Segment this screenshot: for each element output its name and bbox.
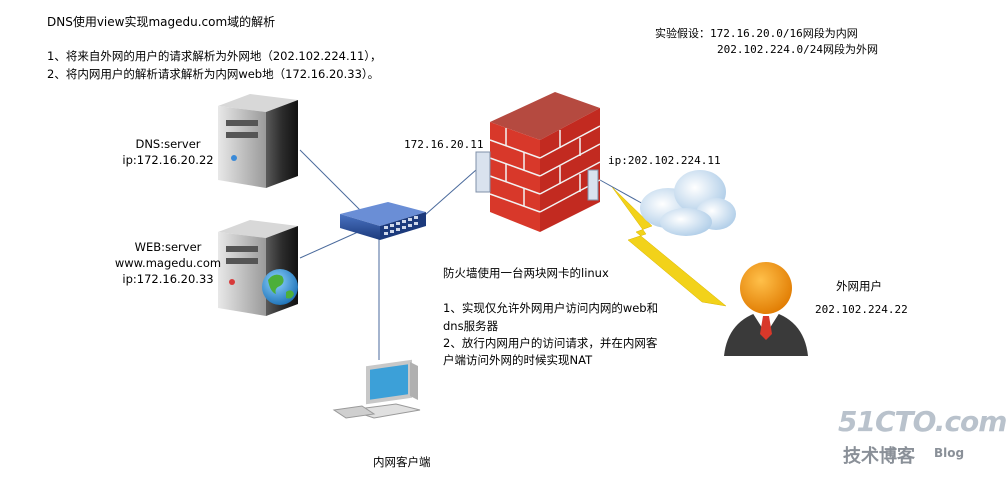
link-firewall-cloud [599,179,646,206]
web-server-name: WEB:server [134,240,202,254]
assumption-line-2: 202.102.224.0/24网段为外网 [717,43,878,56]
web-server-domain: www.magedu.com [114,256,222,270]
assumption-line-1: 实验假设：172.16.20.0/16网段为内网 [655,27,858,40]
link-switch-firewall [424,169,477,216]
network-diagram-canvas [218,92,808,419]
external-user-label: 外网用户 [836,279,882,293]
cloud-icon [640,170,736,236]
network-links [299,149,646,360]
internal-client-pc-icon [332,359,421,419]
lightning-bolt [611,186,727,307]
firewall-description: 防火墙使用一台两块网卡的linux [443,266,609,280]
diagram-title: DNS使用view实现magedu.com域的解析 [47,15,276,29]
dns-server-icon [218,94,298,188]
firewall-requirement-2a: 2、放行内网用户的访问请求，并在内网客 [443,336,658,350]
watermark-subtitle: 技术博客 [843,446,915,467]
firewall-outer-ip: ip:202.102.224.11 [608,154,721,167]
firewall-requirement-2b: 户端访问外网的时候实现NAT [443,353,593,367]
switch-icon [340,202,426,240]
requirement-line-2: 2、将内网用户的解析请求解析为内网web地（172.16.20.33）。 [47,67,380,81]
watermark-blog: Blog [934,446,965,460]
external-user-icon [724,262,808,356]
watermark-brand: 51CTO.com [838,405,1006,438]
firewall-requirement-1a: 1、实现仅允许外网用户访问内网的web和 [443,301,659,315]
internal-client-label: 内网客户端 [373,455,431,469]
web-server-ip: ip:172.16.20.33 [122,272,214,286]
firewall-requirement-1b: dns服务器 [443,319,499,333]
external-user-ip: 202.102.224.22 [815,303,908,316]
firewall-icon [475,92,601,232]
dns-server-ip: ip:172.16.20.22 [122,153,214,167]
dns-server-name: DNS:server [135,137,201,151]
globe-icon [262,269,298,305]
link-web-switch [299,231,359,259]
link-dns-switch [299,149,361,211]
requirement-line-1: 1、将来自外网的用户的请求解析为外网地（202.102.224.11）， [47,49,382,63]
firewall-inner-ip: 172.16.20.11 [404,138,484,151]
